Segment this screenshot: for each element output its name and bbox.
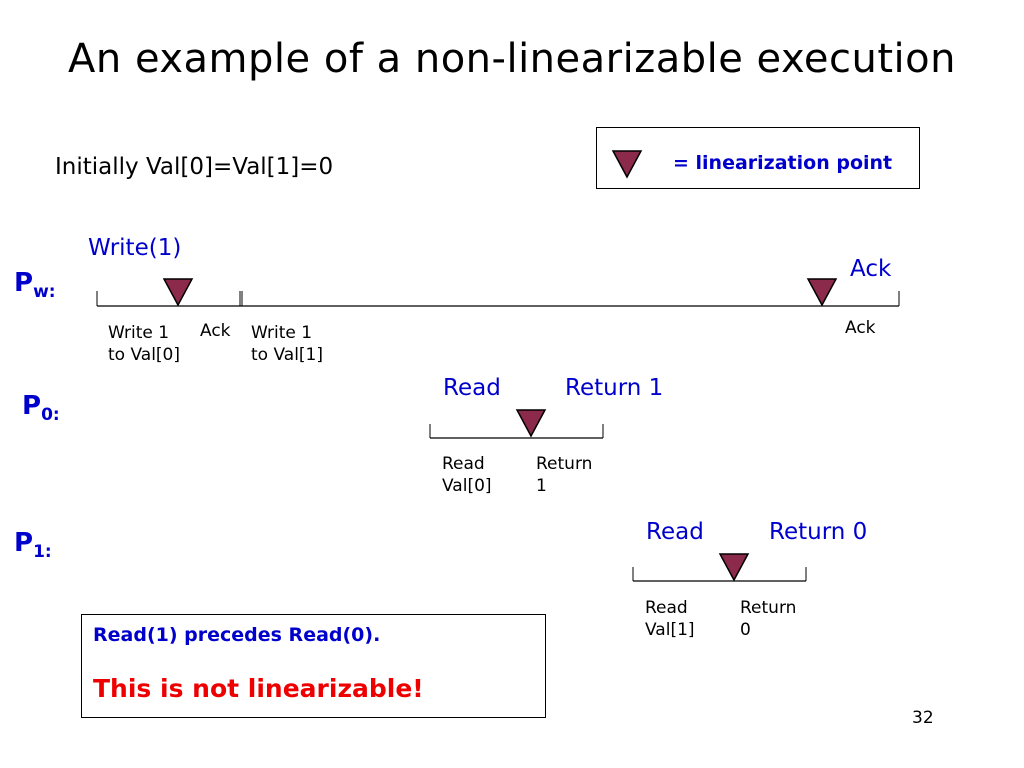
p1-step1-line2: Val[1] [645,620,695,640]
pw-step4-label: Ack [845,318,876,338]
initial-condition: Initially Val[0]=Val[1]=0 [55,154,334,180]
pw-step3-line1: Write 1 [251,323,313,343]
p0-step1-line1: Read [442,454,485,474]
process-label-pw: Pw: [14,268,56,302]
process-label-p0: P0: [22,391,60,425]
p0-op-end-label: Return 1 [565,375,664,401]
pw-step3-line2: to Val[1] [251,345,324,365]
process-label-p1-sub: 1: [33,542,52,563]
p0-step2-line2: 1 [536,476,547,496]
conclusion-box [81,614,546,718]
pw-linearization-marker-1-icon [162,278,194,307]
p0-step2-line1: Return [536,454,593,474]
legend-text: = linearization point [673,152,893,174]
p1-op-end-label: Return 0 [769,519,868,545]
p0-step1-line2: Val[0] [442,476,492,496]
p1-step2-line2: 0 [740,620,751,640]
pw-op-start-label: Write(1) [88,235,182,261]
pw-linearization-marker-2-icon [806,278,838,307]
process-label-pw-sub: w: [33,282,56,303]
slide-title: An example of a non-linearizable executi… [68,36,956,82]
page-number: 32 [912,708,934,728]
conclusion-verdict: This is not linearizable! [93,674,424,703]
process-label-pw-main: P [14,268,34,298]
p1-op-start-label: Read [646,519,704,545]
legend-box [596,127,920,189]
pw-op-end-label: Ack [850,256,892,282]
p1-step2-line1: Return [740,598,797,618]
process-label-p1: P1: [14,528,52,562]
p0-op-start-label: Read [443,375,501,401]
pw-step1-line1: Write 1 [108,323,170,343]
p0-linearization-marker-icon [515,409,547,438]
pw-step1-line2: to Val[0] [108,345,181,365]
pw-step2-label: Ack [200,321,231,341]
process-label-p0-main: P [22,391,42,421]
p1-linearization-marker-icon [718,553,750,582]
p1-step1-line1: Read [645,598,688,618]
process-label-p0-sub: 0: [41,405,60,426]
legend-linearization-marker-icon [611,150,643,179]
process-label-p1-main: P [14,528,34,558]
conclusion-precedence: Read(1) precedes Read(0). [93,624,381,646]
